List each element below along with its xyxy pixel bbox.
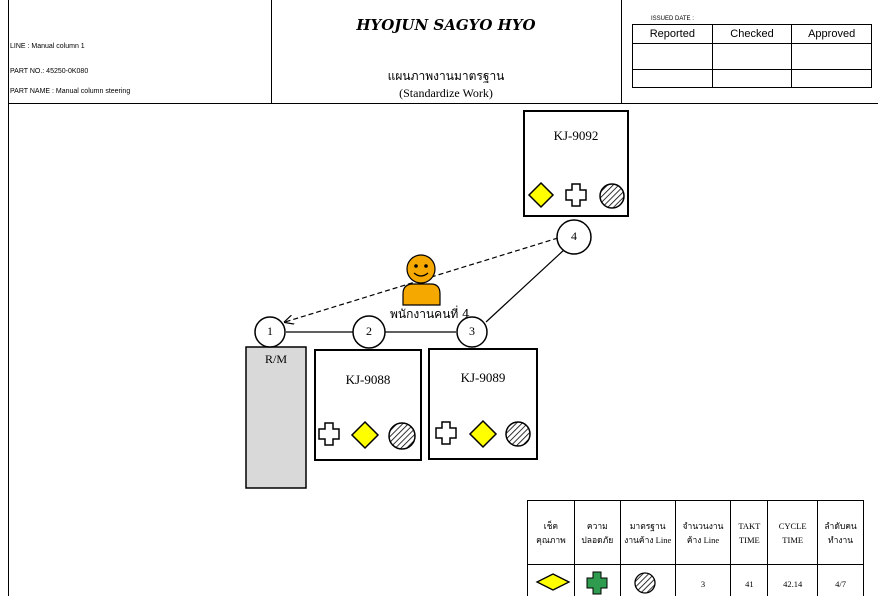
machine-label-kj-9088: KJ-9088	[315, 372, 421, 388]
legend-cell-safety	[574, 565, 620, 596]
standard-wip-circle-icon	[389, 423, 415, 449]
step-number-4: 4	[558, 229, 590, 244]
standard-wip-circle-icon	[600, 184, 624, 208]
legend-cycle-time-value: 42.14	[768, 565, 818, 596]
step-number-3: 3	[457, 324, 487, 339]
step-number-1: 1	[255, 324, 285, 339]
legend-header-safety: ความปลอดภัย	[574, 501, 620, 565]
standard-wip-circle-icon	[506, 422, 530, 446]
machine-label-kj-9092: KJ-9092	[524, 128, 628, 144]
path-3-4	[486, 249, 565, 322]
legend-header-quality: เช็คคุณภาพ	[528, 501, 575, 565]
legend-header-operator-order: ลำดับคนทำงาน	[818, 501, 864, 565]
legend-wip-count-value: 3	[675, 565, 731, 596]
operator-label: พนักงานคนที่ 4	[390, 305, 470, 324]
legend-header-standard-wip: มาตรฐานงานค้าง Line	[620, 501, 675, 565]
machine-kj-9092	[524, 111, 628, 216]
legend-cell-quality	[528, 565, 575, 596]
raw-material-label: R/M	[246, 352, 306, 367]
operator-icon	[403, 255, 440, 305]
machine-kj-9089	[429, 349, 537, 459]
legend-takt-time-value: 41	[731, 565, 768, 596]
legend-cell-standard-wip	[620, 565, 675, 596]
step-number-2: 2	[353, 324, 385, 339]
machine-kj-9088	[315, 350, 421, 460]
legend-table: เช็คคุณภาพ ความปลอดภัย มาตรฐานงานค้าง Li…	[527, 500, 864, 596]
machine-label-kj-9089: KJ-9089	[429, 370, 537, 386]
legend-operator-order-value: 4/7	[818, 565, 864, 596]
raw-material-area	[246, 347, 306, 488]
legend-header-wip-count: จำนวนงานค้าง Line	[675, 501, 731, 565]
